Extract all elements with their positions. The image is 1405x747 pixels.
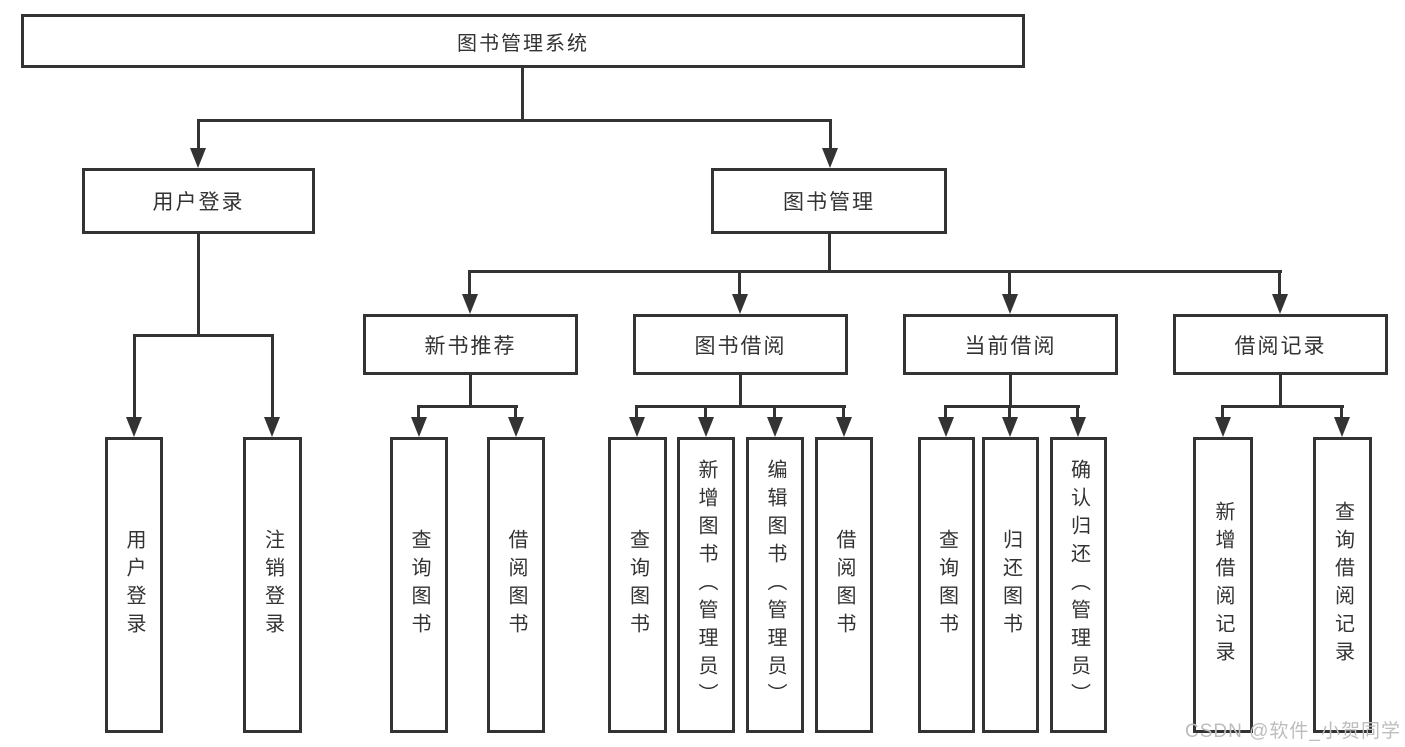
arrow-down-icon	[938, 417, 954, 437]
node-book-borrowing: 图书借阅	[633, 314, 848, 375]
arrow-down-icon	[1002, 417, 1018, 437]
leaf-label: 注销登录	[261, 529, 284, 641]
node-book-borrowing-label: 图书借阅	[694, 334, 787, 358]
node-query-books-current: 查询图书	[918, 437, 975, 733]
arrow-down-icon	[462, 294, 478, 314]
leaf-label: 新增借阅记录	[1212, 501, 1234, 669]
node-borrowing-records: 借阅记录	[1173, 314, 1388, 375]
node-book-management: 图书管理	[711, 168, 947, 234]
csdn-watermark: CSDN @软件_小贺同学	[1185, 721, 1401, 742]
node-new-book-recommend-label: 新书推荐	[424, 334, 517, 358]
leaf-label: 查询图书	[408, 529, 430, 641]
leaf-label: 借阅图书	[505, 529, 527, 641]
node-root: 图书管理系统	[21, 14, 1025, 68]
arrow-down-icon	[732, 294, 748, 314]
leaf-label: 编辑图书（管理员）	[764, 459, 786, 711]
arrow-down-icon	[1272, 294, 1288, 314]
arrow-down-icon	[698, 417, 714, 437]
node-confirm-return-admin: 确认归还（管理员）	[1050, 437, 1107, 733]
node-user-login: 用户登录	[82, 168, 315, 234]
node-new-book-recommend: 新书推荐	[363, 314, 578, 375]
arrow-down-icon	[629, 417, 645, 437]
node-return-books: 归还图书	[982, 437, 1039, 733]
leaf-label: 查询图书	[626, 529, 649, 641]
leaf-label: 用户登录	[123, 529, 145, 641]
arrow-down-icon	[264, 417, 280, 437]
leaf-label: 查询借阅记录	[1331, 501, 1354, 669]
leaf-label: 确认归还（管理员）	[1067, 459, 1090, 711]
arrow-down-icon	[1215, 417, 1231, 437]
node-query-books-borrowing: 查询图书	[608, 437, 667, 733]
arrow-down-icon	[508, 417, 524, 437]
node-query-books-recommend: 查询图书	[390, 437, 448, 733]
node-root-label: 图书管理系统	[457, 32, 589, 55]
node-current-borrowing-label: 当前借阅	[964, 334, 1057, 358]
arrow-down-icon	[767, 417, 783, 437]
arrow-down-icon	[1002, 294, 1018, 314]
arrow-down-icon	[126, 417, 142, 437]
leaf-label: 归还图书	[999, 529, 1022, 641]
node-query-borrow-record: 查询借阅记录	[1313, 437, 1372, 733]
leaf-label: 借阅图书	[833, 529, 855, 641]
node-user-login-label: 用户登录	[152, 191, 245, 214]
leaf-label: 新增图书（管理员）	[695, 459, 717, 711]
node-add-borrow-record: 新增借阅记录	[1193, 437, 1253, 733]
arrow-down-icon	[411, 417, 427, 437]
arrow-down-icon	[1070, 417, 1086, 437]
leaf-label: 查询图书	[935, 529, 958, 641]
node-borrowing-records-label: 借阅记录	[1234, 334, 1327, 358]
node-borrow-books-borrowing: 借阅图书	[815, 437, 873, 733]
node-add-books-admin: 新增图书（管理员）	[677, 437, 735, 733]
node-logout-action: 注销登录	[243, 437, 302, 733]
node-borrow-books-recommend: 借阅图书	[487, 437, 545, 733]
arrow-down-icon	[836, 417, 852, 437]
arrow-down-icon	[1334, 417, 1350, 437]
node-current-borrowing: 当前借阅	[903, 314, 1118, 375]
arrow-down-icon	[822, 148, 838, 168]
node-user-login-action: 用户登录	[105, 437, 163, 733]
node-book-management-label: 图书管理	[783, 191, 875, 214]
arrow-down-icon	[190, 148, 206, 168]
node-edit-books-admin: 编辑图书（管理员）	[746, 437, 804, 733]
